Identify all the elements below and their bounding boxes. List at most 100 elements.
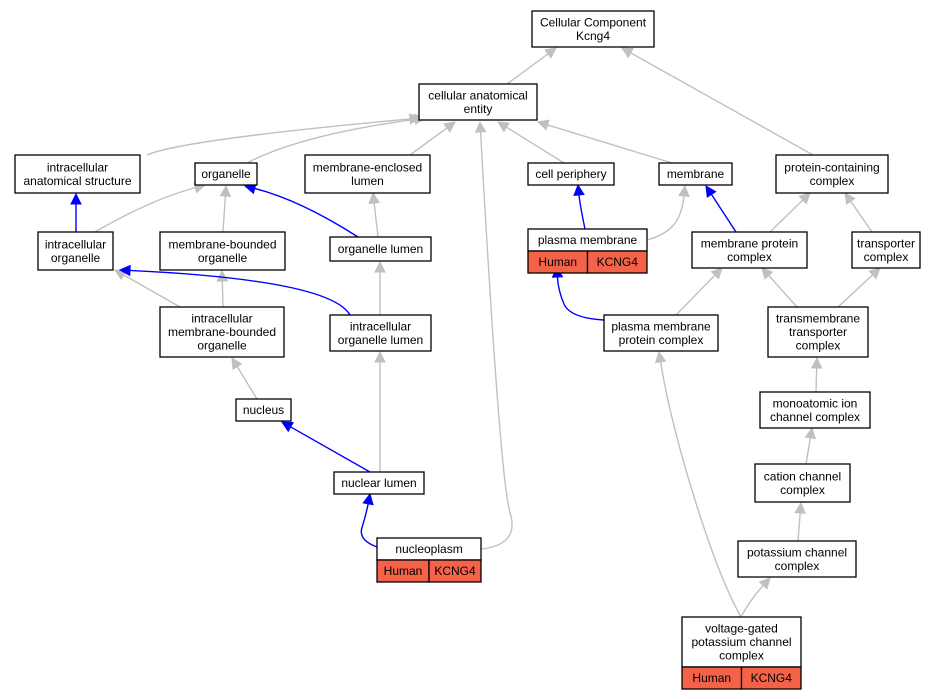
arrowhead-icon — [368, 191, 380, 205]
node-cellper[interactable]: cell periphery — [527, 162, 615, 186]
node-label-line: organelle — [197, 339, 247, 353]
edge-ol-to-organelle — [243, 182, 359, 238]
node-label-line: complex — [810, 174, 855, 188]
edge-ttc-to-tc — [837, 267, 881, 308]
node-label-line: channel complex — [770, 410, 860, 424]
arrowhead-icon — [362, 492, 374, 506]
edge-line — [710, 193, 737, 233]
arrowhead-icon — [705, 185, 717, 198]
edge-line — [740, 584, 764, 618]
node-label-line: cation channel — [764, 469, 841, 483]
arrowhead-icon — [544, 47, 557, 59]
arrowhead-icon — [654, 350, 667, 364]
node-organelle[interactable]: organelle — [194, 162, 258, 186]
edge-iol-to-ol — [374, 260, 386, 315]
arrowhead-icon — [231, 357, 243, 370]
edge-pm-to-cellper — [573, 183, 586, 230]
arrowhead-icon — [443, 121, 456, 133]
node-label-line: anatomical structure — [23, 174, 131, 188]
node-box — [329, 314, 432, 352]
edge-mel-to-cae — [409, 121, 456, 156]
arrowhead-icon — [810, 356, 823, 369]
edge-line — [768, 274, 798, 308]
node-nl[interactable]: nuclear lumen — [333, 471, 425, 495]
edge-line — [479, 131, 513, 550]
arrowhead-icon — [536, 119, 550, 131]
arrowhead-icon — [216, 269, 229, 282]
edge-imbo-to-io — [114, 269, 181, 308]
node-box — [235, 398, 292, 422]
node-label-line: nuclear lumen — [341, 476, 416, 490]
edge-pcc-to-root — [621, 47, 814, 156]
arrowhead-icon — [798, 192, 811, 205]
edge-ol-to-mel — [368, 191, 380, 238]
node-label-line: nucleoplasm — [395, 542, 462, 556]
edge-pmpc-to-pm — [551, 265, 605, 321]
node-membrane[interactable]: membrane — [658, 162, 733, 186]
node-label-line: membrane-enclosed — [313, 160, 422, 174]
edge-line — [221, 280, 224, 308]
arrowhead-icon — [678, 184, 690, 198]
node-label-line: entity — [464, 102, 493, 116]
edge-cellper-to-cae — [497, 121, 565, 164]
annotation-label: KCNG4 — [597, 255, 639, 269]
node-box — [418, 83, 538, 121]
edge-line — [222, 195, 227, 233]
arrowhead-icon — [281, 421, 294, 433]
node-label-line: complex — [780, 483, 825, 497]
node-label-line: complex — [719, 649, 764, 663]
edge-mpc-to-membrane — [705, 185, 737, 233]
node-label-line: organelle — [201, 167, 251, 181]
node-ol[interactable]: organelle lumen — [329, 236, 432, 262]
node-label-line: Cellular Component — [540, 15, 647, 29]
annotation-badge — [428, 559, 482, 583]
node-label-line: intracellular — [350, 319, 411, 333]
edge-line — [146, 118, 411, 156]
edge-line — [409, 127, 448, 156]
edge-line — [360, 503, 378, 548]
edge-line — [373, 202, 379, 238]
node-box — [737, 540, 857, 578]
node-box — [691, 231, 808, 269]
arrowhead-icon — [794, 501, 806, 514]
edge-nl-to-nucleus — [281, 421, 371, 473]
edge-tc-to-pcc — [844, 192, 873, 233]
edge-line — [837, 274, 874, 308]
node-label-line: organelle lumen — [338, 242, 423, 256]
edge-line — [290, 426, 371, 473]
node-box — [159, 231, 286, 271]
node-box — [767, 306, 869, 358]
node-box — [37, 231, 114, 271]
node-label-line: membrane-bounded — [168, 325, 276, 339]
node-label-line: potassium channel — [747, 545, 847, 559]
node-box — [194, 162, 258, 186]
edge-line — [578, 194, 586, 230]
edge-mpc-to-pcc — [769, 192, 811, 233]
arrowhead-icon — [710, 267, 723, 280]
arrowhead-icon — [868, 267, 881, 280]
annotation-label: Human — [538, 255, 577, 269]
node-nucleus[interactable]: nucleus — [235, 398, 292, 422]
node-label-line: organelle — [51, 251, 101, 265]
